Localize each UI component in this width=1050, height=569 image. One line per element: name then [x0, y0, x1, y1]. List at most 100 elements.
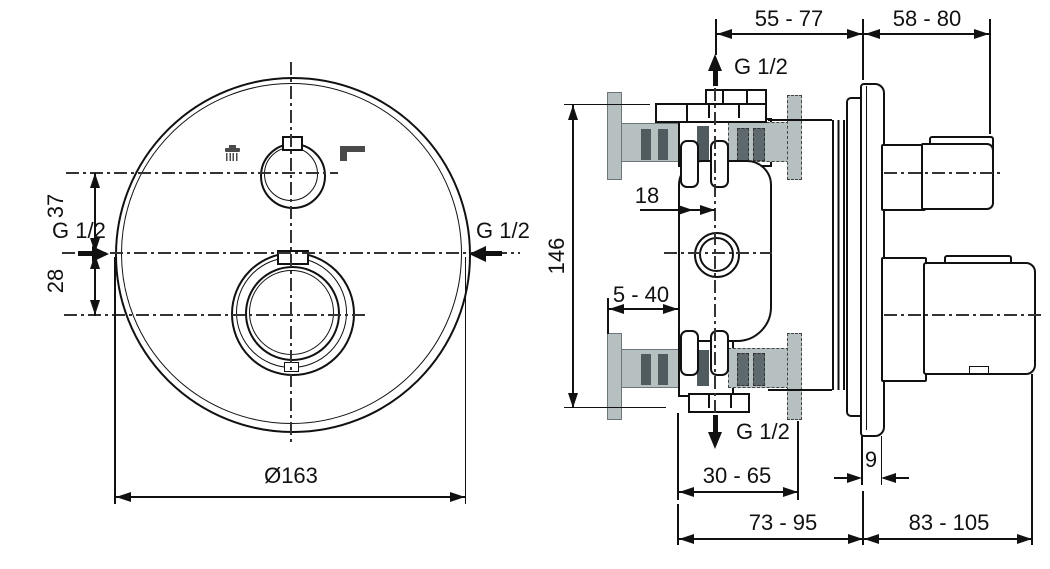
dim-arrow	[864, 29, 880, 39]
ext-line	[715, 19, 717, 55]
ext-line	[677, 504, 679, 545]
dim-line	[572, 105, 574, 408]
dim-tail	[896, 477, 909, 479]
dim-label-18: 18	[634, 183, 660, 208]
ext-line	[607, 298, 609, 334]
temperature-knob-side	[923, 262, 1036, 375]
dim-arrow	[974, 29, 989, 39]
ext-line	[862, 491, 864, 545]
dim-line	[608, 308, 678, 310]
dim-label-30-65: 30 - 65	[702, 463, 772, 488]
clamp-screw-slot	[710, 140, 729, 188]
dim-line	[678, 538, 863, 540]
spout-icon-bar	[340, 146, 365, 152]
clamp-screw-slot	[680, 140, 699, 188]
diverter-knob-hub-side	[881, 144, 926, 211]
cartridge-dome-inner	[699, 237, 734, 272]
handshower-icon-spray	[226, 153, 239, 161]
clamp-screw-dark-top	[697, 126, 709, 162]
diverter-axis-centerline	[884, 172, 1002, 174]
dim-arrow	[450, 492, 465, 502]
escutcheon-inner-line	[866, 86, 868, 430]
dim-label-5-40: 5 - 40	[612, 282, 670, 307]
housing-top-line	[768, 119, 832, 121]
spout-icon-stub	[340, 146, 347, 161]
handshower-icon-head	[225, 148, 240, 152]
inlet-left-arrow-shaft	[78, 251, 94, 256]
dim-arrow	[783, 487, 798, 497]
bottom-union-nut	[688, 393, 750, 413]
dim-label-73-95: 73 - 95	[748, 510, 818, 535]
top-union-nut-lower	[686, 103, 767, 123]
ext-line	[797, 421, 799, 500]
dim-arrow	[89, 173, 100, 188]
ext-line	[564, 407, 666, 409]
nut-facet-line	[730, 394, 732, 408]
nut-facet-line	[746, 90, 748, 103]
wall-marker-top	[787, 95, 802, 180]
dim-label-diameter: Ø163	[264, 463, 318, 488]
rail-slot	[658, 129, 668, 160]
ext-line	[564, 104, 650, 106]
rail-slot-hidden	[737, 353, 749, 386]
dim-arrow	[847, 29, 862, 39]
temperature-axis-centerline	[884, 314, 1045, 316]
dim-arrow	[115, 492, 131, 502]
diverter-knob-top-tab	[282, 136, 303, 151]
outlet-top-label: G 1/2	[734, 54, 788, 79]
rail-slot	[658, 354, 668, 385]
inlet-right-label: G 1/2	[476, 218, 530, 243]
dia-ext-right	[464, 257, 466, 504]
diverter-knob-side	[921, 143, 994, 210]
dim-arrow	[608, 304, 624, 314]
rail-end-bracket-bottom	[607, 333, 622, 420]
front-inlet-axis-centerline	[62, 252, 520, 254]
ext-line	[862, 19, 864, 80]
dim-arrow	[568, 393, 578, 408]
temperature-knob-bottom-notch-side	[969, 366, 989, 374]
dim-label-146: 146	[544, 237, 569, 275]
handshower-icon	[225, 145, 241, 162]
inlet-axis-centerline-side	[664, 252, 772, 254]
clamp-screw-slot	[710, 330, 729, 376]
pipe-axis-centerline	[714, 88, 716, 414]
rail-slot	[641, 129, 651, 160]
front-vertical-centerline	[290, 62, 292, 446]
dim-arrow	[89, 300, 100, 315]
escutcheon-plate	[860, 83, 885, 437]
dim-arrow	[1017, 534, 1032, 544]
housing-bottom-line	[768, 389, 832, 391]
dim-arrow	[568, 105, 578, 120]
outlet-bottom-label: G 1/2	[736, 419, 790, 444]
ext-line	[861, 436, 863, 485]
inlet-right-arrow	[469, 246, 486, 262]
nut-facet-line	[708, 394, 710, 408]
dim-label-9: 9	[864, 447, 878, 472]
dim-arrow	[881, 473, 896, 483]
clamp-screw-slot	[680, 330, 699, 376]
dim-arrow	[716, 29, 732, 39]
dim-line	[678, 491, 798, 493]
rail-slot-hidden	[753, 128, 765, 161]
dim-arrow	[678, 205, 693, 215]
nut-facet-line	[738, 104, 740, 118]
dim-arrow	[678, 534, 694, 544]
dim-arrow	[678, 487, 694, 497]
nut-facet-line	[722, 90, 724, 103]
temperature-knob-ring3	[245, 266, 340, 361]
outlet-top-arrow-shaft	[713, 69, 718, 86]
dim-label-28: 28	[43, 268, 68, 294]
dim-label-55-77: 55 - 77	[754, 6, 824, 31]
rail-slot	[641, 354, 651, 385]
ext-line	[880, 436, 882, 485]
inlet-right-arrow-shaft	[486, 251, 502, 256]
dim-line	[863, 538, 1033, 540]
rail-slot-hidden	[753, 353, 765, 386]
outlet-bottom-arrow	[708, 432, 722, 449]
dim-arrow	[864, 534, 879, 544]
dim-line	[640, 209, 715, 211]
spout-icon	[340, 145, 365, 161]
dim-line	[864, 33, 989, 35]
wall-marker-bottom	[787, 333, 802, 420]
